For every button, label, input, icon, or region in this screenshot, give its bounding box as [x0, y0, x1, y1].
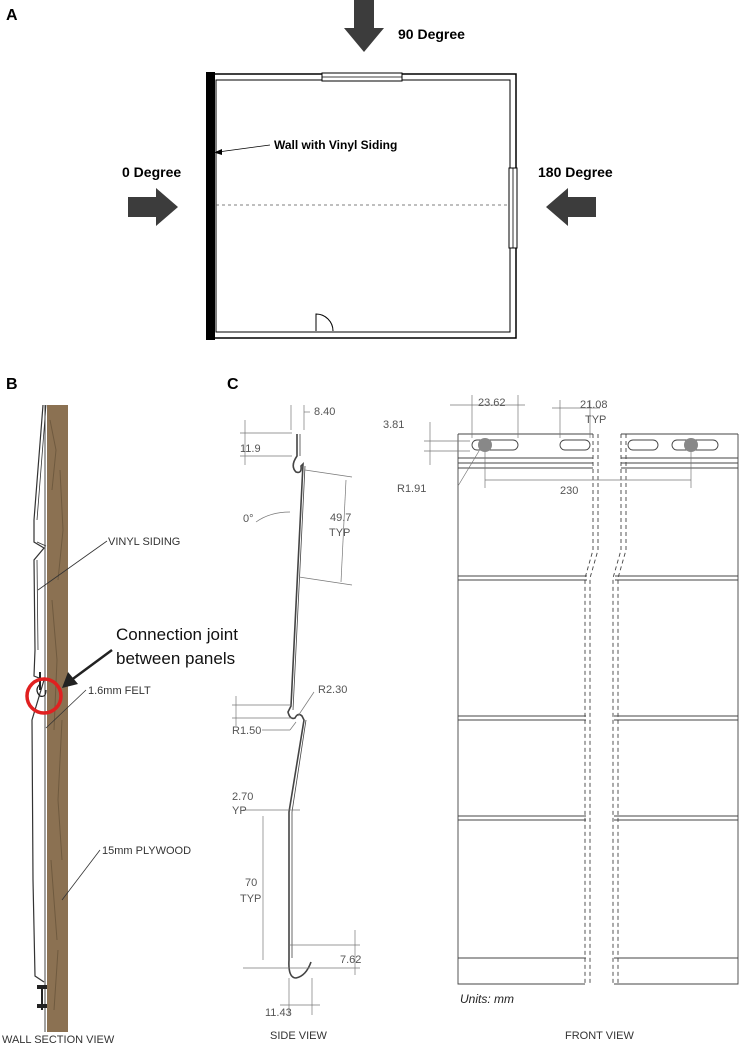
- plywood-label: 15mm PLYWOOD: [102, 845, 191, 857]
- dim-7-62: 7.62: [340, 954, 361, 966]
- dim-r2-30: R2.30: [318, 684, 347, 696]
- wall-section-caption: WALL SECTION VIEW: [2, 1034, 115, 1046]
- wall-section-drawing: [31, 404, 68, 1032]
- vinyl-siding-label: VINYL SIDING: [108, 536, 180, 548]
- arrow-0-degree: [128, 188, 178, 226]
- dim-r1-91: R1.91: [397, 483, 426, 495]
- side-view-caption: SIDE VIEW: [270, 1030, 327, 1042]
- felt-leader: [45, 689, 87, 729]
- wall-vinyl-label: Wall with Vinyl Siding: [274, 138, 397, 152]
- panel-b-letter: B: [6, 376, 18, 393]
- front-view-caption: FRONT VIEW: [565, 1030, 634, 1042]
- dim-11-9: 11.9: [240, 443, 261, 455]
- dim-70-typ: TYP: [240, 893, 261, 905]
- dim-49-7: 49.7: [330, 512, 351, 524]
- dim-3-81: 3.81: [383, 419, 404, 431]
- dim-r1-50: R1.50: [232, 725, 261, 737]
- side-view-dimensions: [232, 405, 360, 1015]
- room-plan: [206, 72, 518, 340]
- nail-hole-right: [684, 438, 698, 452]
- panel-a-letter: A: [6, 7, 18, 24]
- dim-21-08-typ: TYP: [585, 414, 606, 426]
- side-view-drawing: [287, 434, 312, 979]
- dim-23-62: 23.62: [478, 397, 506, 409]
- units-note: Units: mm: [460, 992, 514, 1006]
- dim-2-70: 2.70: [232, 791, 253, 803]
- arrow-90-degree: [344, 0, 384, 52]
- joint-label-line1: Connection joint: [116, 625, 238, 644]
- door-swing: [315, 313, 334, 332]
- dim-70: 70: [245, 877, 257, 889]
- label-90-degree: 90 Degree: [398, 26, 465, 42]
- arrow-180-degree: [546, 188, 596, 226]
- plywood-leader: [61, 849, 101, 901]
- front-view-drawing: [457, 433, 739, 985]
- joint-label-line2: between panels: [116, 649, 235, 668]
- felt-label: 1.6mm FELT: [88, 685, 151, 697]
- vinyl-siding-wall: [206, 72, 215, 340]
- plywood-layer: [47, 405, 68, 1032]
- front-view-dimensions: [424, 395, 692, 488]
- vinyl-siding-leader: [37, 540, 108, 591]
- joint-arrow: [69, 648, 113, 683]
- dim-11-43: 11.43: [265, 1007, 292, 1019]
- dim-21-08: 21.08: [580, 399, 608, 411]
- dim-angle: 0°: [243, 513, 254, 525]
- dim-49-7-typ: TYP: [329, 527, 350, 539]
- side-profile: [287, 434, 312, 979]
- vinyl-siding-profile: [31, 404, 45, 983]
- wall-label-leader: [217, 144, 271, 153]
- panel-c-letter: C: [227, 376, 239, 393]
- dim-230: 230: [560, 485, 578, 497]
- joint-highlight-circle: [25, 677, 63, 715]
- dim-2-70-typ: YP: [232, 805, 247, 817]
- dim-8-40: 8.40: [314, 406, 335, 418]
- label-180-degree: 180 Degree: [538, 164, 613, 180]
- label-0-degree: 0 Degree: [122, 164, 181, 180]
- nail-hole-left: [478, 438, 492, 452]
